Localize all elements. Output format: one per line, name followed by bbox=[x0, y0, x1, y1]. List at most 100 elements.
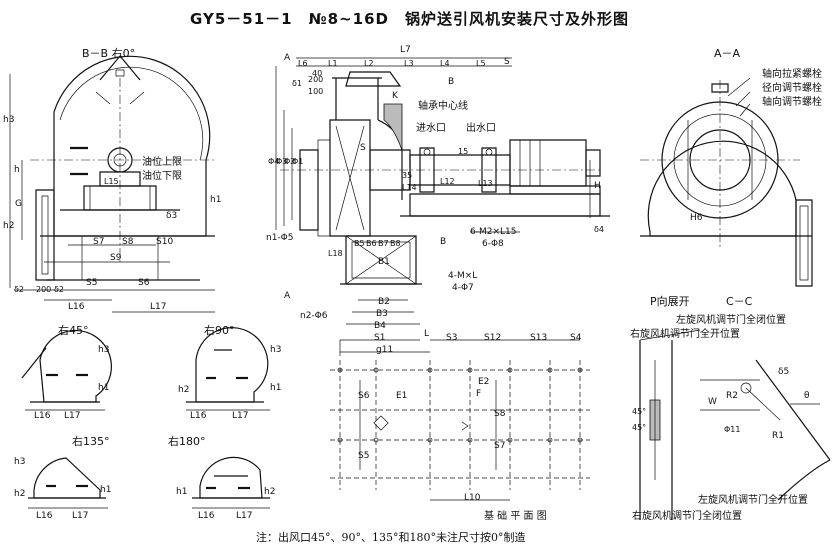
view-bb-drawing bbox=[10, 56, 215, 312]
dim-n2: n2-Φ6 bbox=[300, 311, 328, 321]
r135-l17: L17 bbox=[72, 511, 89, 521]
r45-h1: h1 bbox=[98, 383, 110, 393]
dim-d2-left: δ2 bbox=[14, 285, 24, 294]
label-oil-lower: 油位下限 bbox=[142, 171, 182, 182]
dim-s4: S4 bbox=[570, 333, 582, 343]
orientation-views bbox=[22, 328, 270, 508]
dim-l15-bb: L15 bbox=[104, 177, 119, 186]
section-mark-b-bottom: B bbox=[440, 237, 447, 247]
dim-d5: δ5 bbox=[778, 367, 790, 377]
dim-b7: B7 bbox=[378, 239, 389, 248]
r135-l16: L16 bbox=[36, 511, 53, 521]
r180-h2: h2 bbox=[264, 487, 276, 497]
r180-l17: L17 bbox=[236, 511, 253, 521]
dim-r2: R2 bbox=[726, 391, 738, 401]
dim-45deg-1: 45° bbox=[632, 407, 647, 416]
dim-s7-plan: S7 bbox=[494, 441, 506, 451]
footer-note: 注：出风口45°、90°、135°和180°未注尺寸按0°制造 bbox=[256, 531, 526, 544]
dim-b4: B4 bbox=[374, 321, 386, 331]
dim-s7: S7 bbox=[93, 237, 105, 247]
dim-s9: S9 bbox=[110, 253, 122, 263]
dim-theta: θ bbox=[804, 391, 810, 401]
dim-l7: L7 bbox=[400, 45, 411, 55]
dim-f: F bbox=[476, 389, 482, 399]
dim-phi4: Φ4 bbox=[268, 157, 280, 166]
section-mark-a-bottom: A bbox=[284, 291, 291, 301]
dim-l2: L2 bbox=[364, 59, 374, 68]
view-plan-label: 基 础 平 面 图 bbox=[484, 511, 547, 522]
dim-s6: S6 bbox=[138, 278, 150, 288]
dim-40: 40 bbox=[312, 69, 323, 78]
main-side-view bbox=[276, 58, 610, 356]
page-title: GY5－51－1 №8~16D 锅炉送引风机安装尺寸及外形图 bbox=[190, 10, 629, 28]
dim-l1: L1 bbox=[328, 59, 338, 68]
dim-m: 4-M×L bbox=[448, 271, 478, 281]
dim-s1: S1 bbox=[374, 333, 386, 343]
dim-s5-plan: S5 bbox=[358, 451, 370, 461]
dim-h1-bb: h1 bbox=[210, 195, 222, 205]
dim-l17: L17 bbox=[150, 302, 167, 312]
dim-s10: S10 bbox=[156, 237, 174, 247]
r135-h1: h1 bbox=[100, 485, 112, 495]
dim-l16: L16 bbox=[68, 302, 85, 312]
view-cc-label: C－C bbox=[726, 295, 753, 308]
view-r180-label: 右180° bbox=[168, 435, 206, 448]
label-right-full-open: 右旋风机调节门全开位置 bbox=[630, 329, 740, 340]
dim-G: G bbox=[15, 199, 22, 209]
label-axial-adj-bolt: 轴向调节螺栓 bbox=[762, 97, 822, 108]
dim-l6: L6 bbox=[298, 59, 308, 68]
dim-k: K bbox=[392, 91, 398, 101]
dim-h: h bbox=[14, 165, 20, 175]
dim-H: H bbox=[594, 181, 601, 191]
dim-phi11: Φ11 bbox=[724, 425, 741, 434]
r90-h1: h1 bbox=[270, 383, 282, 393]
dim-phi8: 6-Φ8 bbox=[482, 239, 504, 249]
r90-l16: L16 bbox=[190, 411, 207, 421]
dim-200-main: 200 bbox=[308, 75, 324, 84]
dim-s-side: S bbox=[360, 143, 366, 153]
dim-s5: S5 bbox=[86, 278, 98, 288]
label-water-out: 出水口 bbox=[466, 123, 496, 134]
dim-h2: h2 bbox=[3, 221, 15, 231]
label-axial-bolt: 轴向拉紧螺栓 bbox=[762, 69, 822, 80]
dim-phi7: 4-Φ7 bbox=[452, 283, 474, 293]
dim-b8: B8 bbox=[390, 239, 401, 248]
view-aa-drawing bbox=[640, 78, 812, 286]
dim-l5: L5 bbox=[476, 59, 486, 68]
view-cc-drawing bbox=[640, 330, 830, 520]
dim-15: 15 bbox=[458, 147, 469, 156]
dim-h3: h3 bbox=[3, 115, 15, 125]
dim-b1: B1 bbox=[378, 257, 390, 267]
dim-phi1: Φ1 bbox=[292, 157, 304, 166]
dim-m2: 6-M2×L15 bbox=[470, 227, 517, 237]
r90-l17: L17 bbox=[232, 411, 249, 421]
dim-b6: B6 bbox=[366, 239, 377, 248]
dim-l12: L12 bbox=[440, 177, 455, 186]
dim-l14: L14 bbox=[402, 183, 417, 192]
label-left-full-open: 左旋风机调节门全开位置 bbox=[698, 495, 808, 506]
dim-s6-plan: S6 bbox=[358, 391, 370, 401]
label-radial-bolt: 径向调节螺栓 bbox=[762, 83, 822, 94]
dim-phi3: Φ3 bbox=[276, 157, 288, 166]
r45-h3: h3 bbox=[98, 345, 110, 355]
dim-phi2: Φ2 bbox=[284, 157, 296, 166]
label-right-full-close: 右旋风机调节门全闭位置 bbox=[632, 511, 742, 522]
dim-s13: S13 bbox=[530, 333, 548, 343]
dim-b2: B2 bbox=[378, 297, 390, 307]
view-r45-label: 右45° bbox=[58, 324, 89, 337]
dim-100: 100 bbox=[308, 87, 324, 96]
dim-l4: L4 bbox=[440, 59, 450, 68]
dim-g11: g11 bbox=[376, 345, 394, 355]
view-aa-label: A－A bbox=[714, 47, 741, 60]
r180-l16: L16 bbox=[198, 511, 215, 521]
dim-d2-right: δ2 bbox=[54, 285, 64, 294]
r45-l16: L16 bbox=[34, 411, 51, 421]
dim-d4-main: δ4 bbox=[594, 225, 604, 234]
dim-s8-plan: S8 bbox=[494, 409, 506, 419]
dim-45deg-2: 45° bbox=[632, 423, 647, 432]
dim-b5: B5 bbox=[354, 239, 365, 248]
dim-H6: H6 bbox=[690, 213, 703, 223]
view-r90-label: 右90° bbox=[204, 324, 235, 337]
view-p-label: P向展开 bbox=[650, 295, 690, 308]
